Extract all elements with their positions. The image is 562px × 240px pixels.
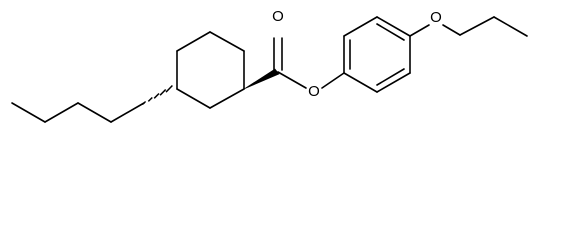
hash-line-4 (159, 88, 167, 96)
ester-group (273, 37, 345, 89)
hash-line-2 (147, 96, 153, 102)
hash-line-1 (141, 100, 147, 106)
benzene-inner-bond-2 (376, 23, 405, 41)
ring-bond-5 (209, 88, 245, 109)
cyclohexane-ring (176, 31, 245, 109)
benzene-bond-6 (343, 72, 378, 93)
ether-bond-ar-o (409, 24, 430, 37)
chemical-structure-diagram: O O O (11, 8, 528, 123)
benzene-inner-bond-3 (376, 68, 405, 86)
propyl-bond-1 (459, 16, 495, 36)
carbonyl-oxygen-label: O (272, 8, 284, 25)
ring-bond-6 (176, 88, 211, 109)
ester-oxygen-label: O (308, 83, 320, 100)
benzene-bond-5 (376, 72, 411, 93)
wedge-stereo-bond (243, 68, 280, 90)
pentyl-bond-2 (44, 102, 79, 123)
pentyl-bond-4 (110, 102, 145, 123)
ether-bond-o-c (442, 24, 461, 36)
pentyl-bond-1 (11, 102, 46, 123)
pentyl-bond-3 (77, 102, 112, 123)
ester-bond-c-o (277, 71, 307, 89)
ester-bond-o-ar (321, 72, 345, 89)
benzene-ring (343, 16, 411, 93)
pentyl-chain (11, 102, 145, 123)
atom-labels: O O O (272, 8, 442, 100)
propyl-bond-2 (493, 16, 528, 37)
hash-line-5 (165, 84, 173, 93)
ring-bond-2 (176, 31, 211, 52)
benzene-bond-2 (343, 16, 378, 37)
hashed-stereo-bond (141, 84, 173, 106)
hash-line-3 (153, 92, 160, 99)
propoxy-group (409, 16, 528, 37)
ring-bond-3 (209, 31, 245, 52)
benzene-bond-3 (376, 16, 411, 37)
ether-oxygen-label: O (430, 9, 442, 26)
